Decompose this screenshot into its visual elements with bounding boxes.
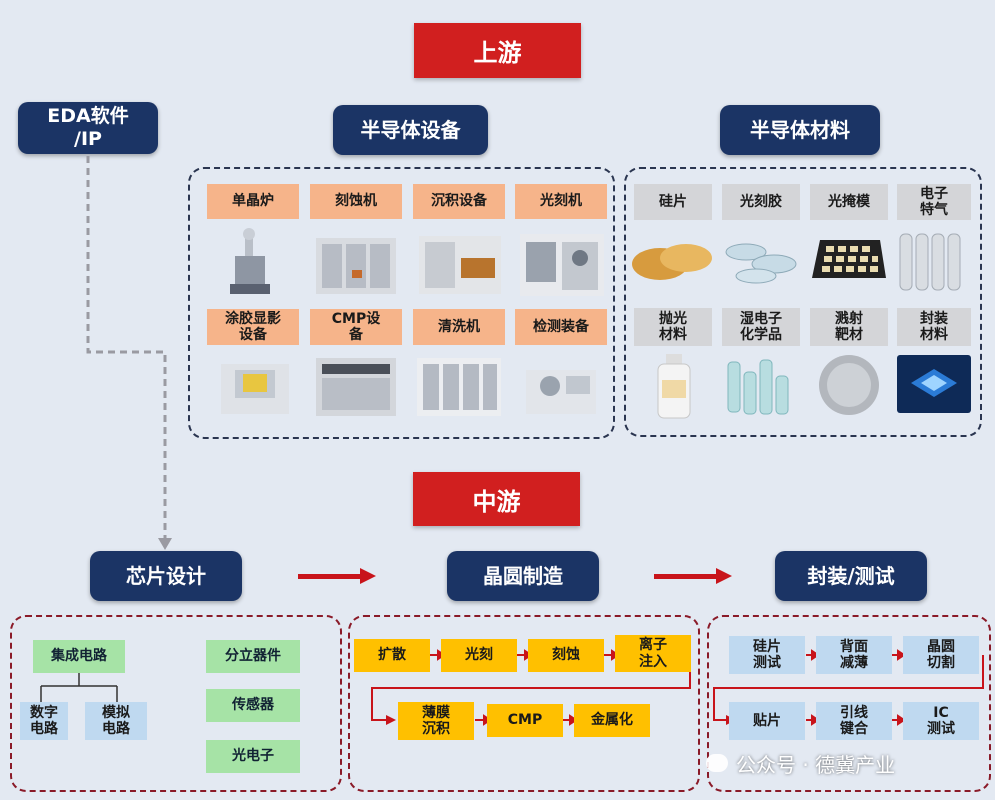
watermark-text: 公众号 · 德冀产业: [736, 752, 896, 777]
image-cmp: [312, 350, 400, 422]
packaging-group: [707, 615, 991, 792]
mat-label-sputter: 溅射 靶材: [810, 308, 888, 346]
fab-step-etch: 刻蚀: [528, 639, 604, 672]
design-integrated-circuit: 集成电路: [33, 640, 125, 673]
design-optoelectronics: 光电子: [206, 740, 300, 773]
equip-label-deposition: 沉积设备: [413, 184, 505, 219]
equip-label-lithography: 光刻机: [515, 184, 607, 219]
upstream-title: 上游: [414, 23, 581, 78]
image-wafer: [630, 236, 716, 286]
fab-step-diffusion: 扩散: [354, 639, 430, 672]
pkg-step-dicing: 晶圆 切割: [903, 636, 979, 674]
image-cleaner: [413, 350, 505, 422]
mat-label-packaging: 封装 材料: [897, 308, 971, 346]
fab-step-thin-film: 薄膜 沉积: [398, 702, 474, 740]
packaging-test-title: 封装/测试: [775, 551, 927, 601]
pkg-step-wire-bond: 引线 键合: [816, 702, 892, 740]
wafer-fab-title: 晶圆制造: [447, 551, 599, 601]
equip-label-coater: 涂胶显影 设备: [207, 309, 299, 345]
pkg-step-back-grinding: 背面 减薄: [816, 636, 892, 674]
fab-step-lithography: 光刻: [441, 639, 517, 672]
image-gas-cylinders: [896, 226, 972, 292]
image-photoresist: [722, 232, 802, 286]
mat-label-photoresist: 光刻胶: [722, 184, 800, 220]
materials-title: 半导体材料: [720, 105, 880, 155]
pkg-step-wafer-test: 硅片 测试: [729, 636, 805, 674]
image-inspection: [516, 350, 608, 422]
image-monocrystal-furnace: [215, 226, 295, 301]
design-discrete-devices: 分立器件: [206, 640, 300, 673]
arrow-fab-to-packaging: [654, 568, 732, 584]
mat-label-photomask: 光掩模: [810, 184, 888, 220]
image-packaging-material: [897, 355, 971, 413]
chip-design-group: [10, 615, 342, 792]
equipment-title: 半导体设备: [333, 105, 488, 155]
equip-label-cleaner: 清洗机: [413, 309, 505, 345]
design-analog-circuit: 模拟 电路: [85, 702, 147, 740]
equip-label-etcher: 刻蚀机: [310, 184, 402, 219]
image-wet-chemicals: [722, 352, 802, 418]
equipment-group: [188, 167, 615, 439]
image-polishing-bottle: [650, 352, 700, 420]
fab-step-ion-implant: 离子 注入: [615, 635, 691, 672]
image-coater: [215, 352, 295, 422]
arrow-design-to-fab: [298, 568, 376, 584]
equip-label-inspection: 检测装备: [515, 309, 607, 345]
design-digital-circuit: 数字 电路: [20, 702, 68, 740]
mat-label-gas: 电子 特气: [897, 184, 971, 220]
eda-ip-box: EDA软件 /IP: [18, 102, 158, 154]
mat-label-wafer: 硅片: [634, 184, 712, 220]
wafer-fab-group: [348, 615, 700, 792]
image-etcher: [312, 228, 400, 300]
midstream-title: 中游: [413, 472, 580, 526]
fab-step-metallization: 金属化: [574, 704, 650, 737]
pkg-step-die-attach: 贴片: [729, 702, 805, 740]
equip-label-monocrystal: 单晶炉: [207, 184, 299, 219]
design-sensor: 传感器: [206, 689, 300, 722]
fab-step-cmp: CMP: [487, 704, 563, 737]
image-deposition: [413, 228, 505, 300]
pkg-step-ic-test: IC 测试: [903, 702, 979, 740]
image-lithography: [516, 228, 608, 300]
wechat-icon: [706, 754, 728, 772]
watermark: 公众号 · 德冀产业: [706, 748, 986, 778]
equip-label-cmp: CMP设 备: [310, 309, 402, 345]
image-photomask: [810, 234, 888, 284]
image-sputter-target: [812, 352, 886, 418]
chip-design-title: 芯片设计: [90, 551, 242, 601]
mat-label-polishing: 抛光 材料: [634, 308, 712, 346]
mat-label-wet-chem: 湿电子 化学品: [722, 308, 800, 346]
materials-group: [624, 167, 982, 437]
